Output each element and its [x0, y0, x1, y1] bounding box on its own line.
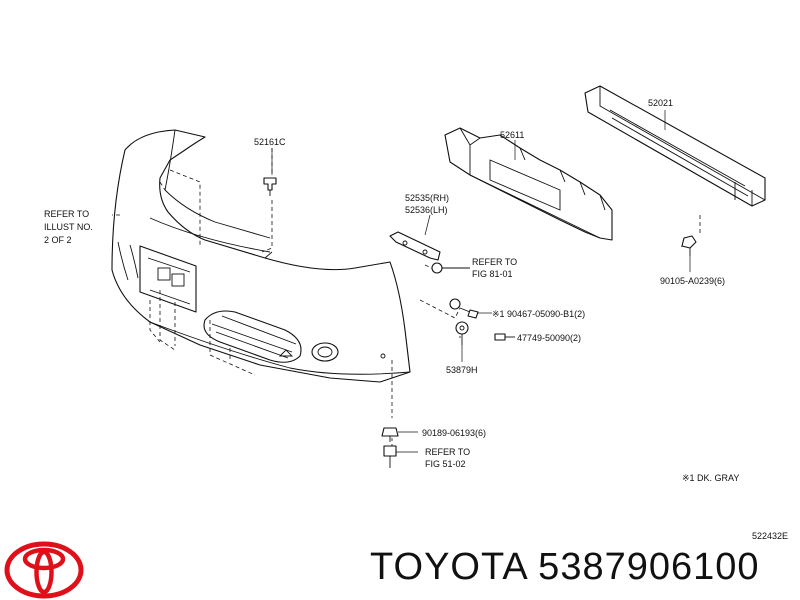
energy-absorber-52611: [444, 127, 613, 241]
nut-fastener: [431, 262, 470, 274]
bumper-reinforcement-52021: [584, 85, 766, 207]
refer-fig81-line1: REFER TO: [472, 257, 517, 267]
label-53879h: 53879H: [446, 365, 478, 375]
refer-illust-line1: REFER TO: [44, 209, 89, 219]
label-47749: 47749-50090(2): [517, 333, 581, 343]
clip-52161c: [263, 177, 277, 196]
bumper-bracket: [389, 231, 441, 261]
label-52161c: 52161C: [254, 137, 286, 147]
clip-90189: [381, 427, 399, 442]
refer-illust-line3: 2 OF 2: [44, 235, 72, 245]
part-number-title: TOYOTA 5387906100: [370, 546, 760, 588]
refer-fig81-line2: FIG 81-01: [472, 269, 513, 279]
label-52536: 52536(LH): [405, 205, 448, 215]
diagram-code: 522432E: [752, 531, 788, 541]
screw-90467: [449, 298, 479, 319]
bolt-90105: [681, 235, 697, 256]
toyota-logo: [4, 541, 84, 599]
screw-fig-51-02: [383, 445, 397, 468]
clip-47749: [494, 333, 515, 341]
part-53879h: [455, 321, 469, 345]
label-90105: 90105-A0239(6): [660, 276, 725, 286]
front-bumper-cover: [111, 129, 411, 383]
color-note: ※1 DK. GRAY: [682, 473, 739, 483]
refer-illust-line2: ILLUST NO.: [44, 222, 93, 232]
label-90189: 90189-06193(6): [422, 428, 486, 438]
refer-fig51-line1: REFER TO: [425, 447, 470, 457]
label-52021: 52021: [648, 98, 673, 108]
label-52535: 52535(RH): [405, 193, 449, 203]
label-52611: 52611: [500, 130, 524, 140]
label-90467: ※1 90467-05090-B1(2): [492, 309, 585, 319]
refer-fig51-line2: FIG 51-02: [425, 459, 466, 469]
